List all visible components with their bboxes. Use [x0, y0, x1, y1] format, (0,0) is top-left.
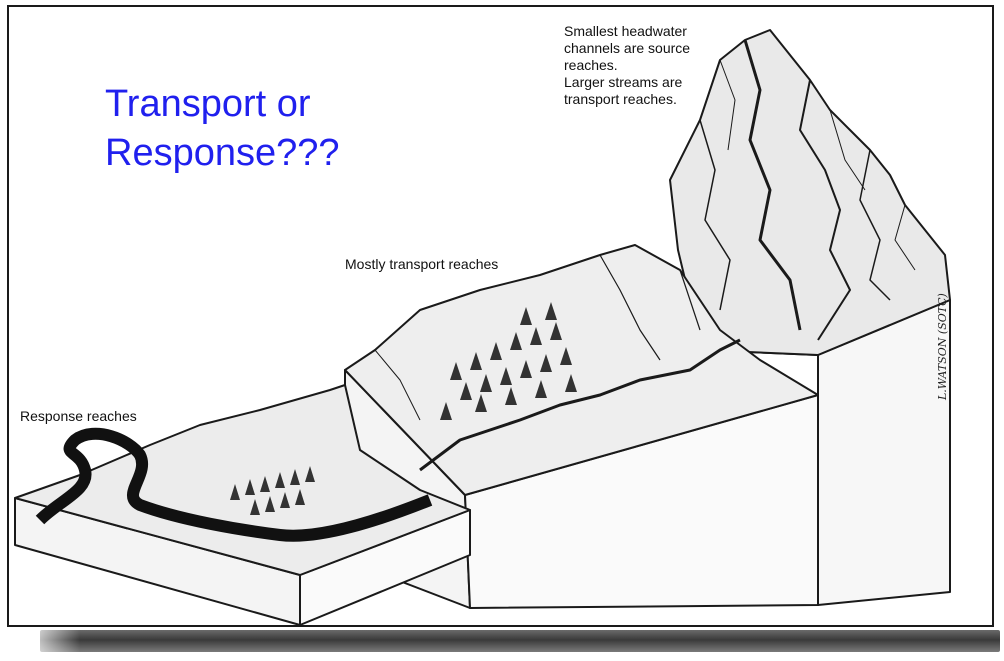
headwater-line-2: channels are source — [564, 40, 690, 57]
response-label: Response reaches — [20, 408, 137, 425]
headwater-line-1: Smallest headwater — [564, 23, 690, 40]
slide-shadow-fade — [20, 630, 80, 652]
headwater-label: Smallest headwater channels are source r… — [564, 23, 690, 108]
title-line-1: Transport or — [105, 80, 405, 129]
title-line-2: Response??? — [105, 129, 405, 178]
headwater-line-3: reaches. — [564, 57, 690, 74]
headwater-line-5: transport reaches. — [564, 91, 690, 108]
transport-label: Mostly transport reaches — [345, 256, 498, 273]
artist-signature: L.WATSON (SOTC) — [936, 293, 949, 400]
slide-title: Transport or Response??? — [105, 80, 405, 178]
headwater-line-4: Larger streams are — [564, 74, 690, 91]
slide-shadow-bar — [40, 630, 1000, 652]
